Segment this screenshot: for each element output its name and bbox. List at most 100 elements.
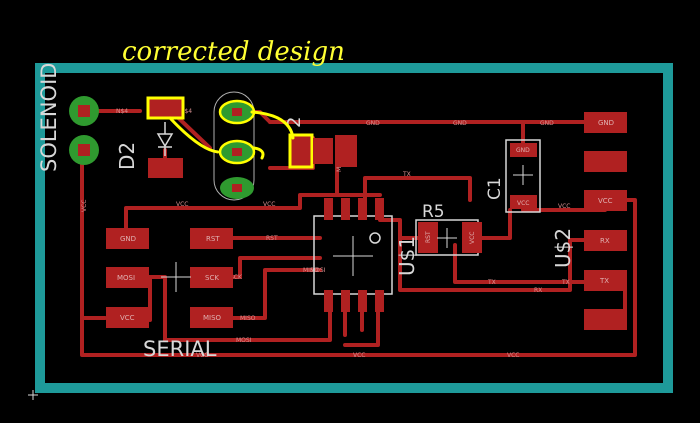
trace-r5-vcc <box>472 208 512 240</box>
net-label-vcc-3: VCC <box>558 203 570 210</box>
header-pad-vcc-label: VCC <box>120 314 135 322</box>
u2-pad-vcc-label: VCC <box>598 197 613 205</box>
header-pad-miso-label: MISO <box>203 314 222 322</box>
r5-pad-vcc-label: VCC <box>469 232 476 244</box>
origin-cross <box>28 390 38 400</box>
resistor-pad-right <box>335 135 357 167</box>
net-label-tx-3: TX <box>561 279 570 286</box>
u1-pin-top-2 <box>341 198 350 220</box>
r5-pad-rst <box>418 222 438 253</box>
header-pad-vcc <box>106 307 149 328</box>
net-label-gnd-3: GND <box>540 120 554 127</box>
header-pad-mosi <box>106 267 149 288</box>
u2-pad-rx-label: RX <box>600 237 610 245</box>
u2-pad-gnd <box>584 112 627 133</box>
header-pad-rst-label: RST <box>206 235 220 243</box>
u1-pin1-mark <box>369 232 381 244</box>
net-label-tx-1: TX <box>402 171 411 178</box>
u2-pad-6 <box>584 309 627 330</box>
u1-package <box>313 198 393 312</box>
trace-vcc-mid <box>124 193 382 240</box>
net-label-gnd-2: GND <box>453 120 467 127</box>
u2-pad-rx <box>584 230 627 251</box>
c1-outline <box>505 139 541 213</box>
trace-tx-u2 <box>453 243 607 284</box>
net-label-mosi-2: MOSI <box>310 267 326 274</box>
c1-pad-gnd-label: GND <box>516 147 530 154</box>
d2-pad-bottom <box>148 158 183 178</box>
trace-rx-u2 <box>378 218 607 292</box>
q2-label: 2 <box>284 117 305 128</box>
trace-tx-top <box>363 176 472 207</box>
header-pad-rst <box>190 228 233 249</box>
c1-label: C1 <box>485 177 505 200</box>
header-pad-gnd-label: GND <box>120 235 136 243</box>
c1-pad-vcc <box>510 195 537 209</box>
net-label-vcc-5: VCC <box>353 352 365 359</box>
transistor-pad-1-inner <box>232 108 242 116</box>
net-label-n1: N$4 <box>116 108 128 115</box>
u1-label: U$1 <box>395 236 419 276</box>
net-label-vcc-2: VCC <box>263 201 275 208</box>
transistor-pad-2-inner <box>232 148 242 156</box>
net-label-miso-1: MISO <box>240 315 256 322</box>
resistor-pad-left <box>288 133 314 169</box>
header-pad-sck-label: SCK <box>205 274 219 282</box>
trace-miso <box>210 268 322 320</box>
u2-pads: GND VCC RX TX <box>584 112 627 330</box>
diode-symbol <box>156 122 174 156</box>
r5-pad-rst-label: RST <box>425 231 432 243</box>
serial-label: SERIAL <box>143 337 217 361</box>
solenoid-pad-1-inner <box>78 105 90 117</box>
correction-highlight <box>168 110 295 160</box>
annotation-text: corrected design <box>122 37 345 67</box>
net-label-n2: N$4 <box>180 108 192 115</box>
u2-pad-tx <box>584 270 627 291</box>
net-label-vcc-4: VCC <box>196 352 208 359</box>
c1-pad-gnd <box>510 143 537 157</box>
u1-pin-top-1 <box>324 198 333 220</box>
u2-pad-vcc <box>584 190 627 211</box>
u1-origin-cross <box>333 236 373 276</box>
u1-pin-top-4 <box>375 198 384 220</box>
net-label-vcc-1: VCC <box>176 201 188 208</box>
header-pads: GND RST MOSI SCK VCC MISO <box>106 228 233 328</box>
r5-origin-cross <box>437 228 457 248</box>
serial-origin-cross <box>161 262 191 292</box>
transistor-pad-3-inner <box>232 184 242 192</box>
net-label-gnd-1: GND <box>366 120 380 127</box>
u1-pin-top-3 <box>358 198 367 220</box>
u1-pin-bot-4 <box>375 290 384 312</box>
net-label-tx-2: TX <box>487 279 496 286</box>
transistor-outline <box>213 91 255 201</box>
header-pad-sck <box>190 267 233 288</box>
header-pad-mosi-label: MOSI <box>117 274 135 282</box>
net-label-rx: RX <box>534 287 542 294</box>
r5-pad-vcc <box>462 222 482 253</box>
u1-pin-bot-3 <box>358 290 367 312</box>
u2-pad-tx-label: TX <box>599 277 609 285</box>
net-label-miso-2: MISO <box>303 267 319 274</box>
net-label-rst: RST <box>266 235 278 242</box>
d2-label: D2 <box>115 142 139 170</box>
u2-pad-2 <box>584 151 627 172</box>
header-pad-miso <box>190 307 233 328</box>
u2-pad-gnd-label: GND <box>598 119 614 127</box>
u1-pin-bot-2 <box>341 290 350 312</box>
solenoid-label: SOLENOID <box>37 63 61 172</box>
net-label-vcc-7: VCC <box>81 200 88 212</box>
u2-label: U$2 <box>551 228 575 268</box>
solenoid-pad-2-inner <box>78 144 90 156</box>
u1-outline <box>313 215 393 295</box>
trace-u1-pin-c <box>343 303 380 347</box>
r5-label: R5 <box>422 202 445 222</box>
net-label-mosi-1: MOSI <box>236 337 252 344</box>
u1-pin-bot-1 <box>324 290 333 312</box>
c1-origin-cross <box>513 165 533 185</box>
board-outline <box>35 63 673 393</box>
net-label-sck: SCK <box>230 274 243 281</box>
resistor-body <box>313 138 333 164</box>
c1-pad-vcc-label: VCC <box>517 200 529 207</box>
net-label-vcc-6: VCC <box>507 352 519 359</box>
